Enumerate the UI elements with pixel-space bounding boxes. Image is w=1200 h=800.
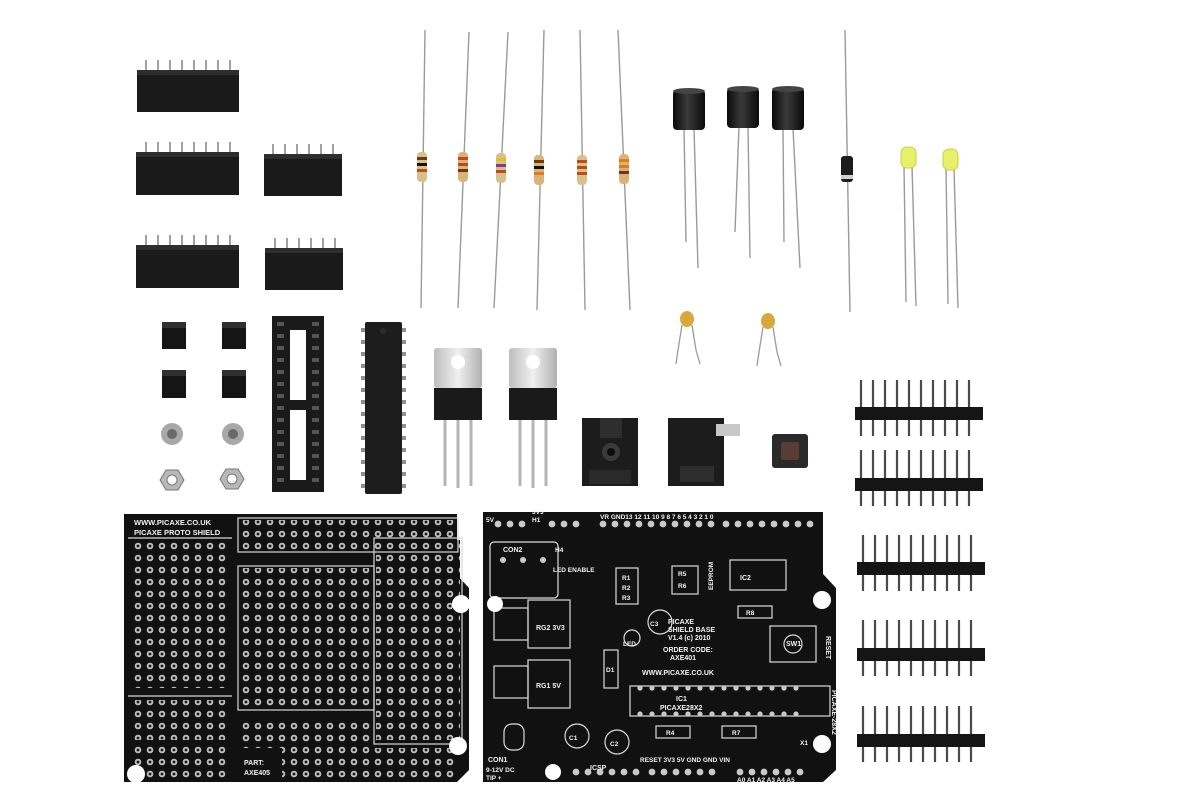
dc-power-jack: [668, 418, 740, 486]
diode: [841, 29, 853, 313]
base-r7-label: R7: [732, 730, 741, 737]
base-order-label: ORDER CODE:: [663, 647, 713, 654]
resistor-3: [493, 31, 509, 309]
base-side-label: PICAXE-28X2: [830, 690, 837, 735]
base-title-line2: SHIELD BASE: [668, 627, 715, 634]
base-c3-label: C3: [650, 621, 659, 628]
base-power-row: RESET 3V3 5V GND GND VIN: [640, 757, 730, 764]
resistor-6: [617, 29, 631, 311]
electrolytic-capacitor-2: [727, 86, 759, 259]
base-c1-label: C1: [569, 735, 578, 742]
base-r6-label: R6: [678, 583, 687, 590]
proto-part-code: AXE405: [244, 770, 270, 777]
tactile-switch: [772, 434, 808, 468]
led-1: [900, 146, 917, 307]
resistor-5: [577, 29, 587, 311]
base-ic1-label: IC1: [676, 696, 687, 703]
ceramic-capacitor-1: [675, 311, 701, 365]
resistor-2: [457, 31, 470, 309]
base-d1-label: D1: [606, 667, 615, 674]
female-header-6pin-a: [264, 144, 342, 196]
base-bottom-row: A0 A1 A2 A3 A4 A5: [737, 777, 795, 784]
female-header-8pin-c: [136, 235, 239, 288]
base-c2-label: C2: [610, 741, 619, 748]
audio-jack: [582, 418, 638, 486]
base-ic1-part: PICAXE28X2: [660, 705, 703, 712]
base-r2-label: R2: [622, 585, 631, 592]
base-r1-label: R1: [622, 575, 631, 582]
jumpers: [162, 322, 246, 398]
female-header-6pin-b: [265, 238, 343, 290]
electrolytic-capacitor-3: [772, 86, 804, 269]
resistor-1: [417, 29, 427, 309]
pin-header-1: [855, 380, 983, 436]
base-h4-label: H4: [555, 547, 564, 554]
voltage-regulator-1: [434, 348, 482, 488]
pin-header-4: [857, 620, 985, 676]
microcontroller-chip: [361, 322, 406, 494]
standoffs: [161, 423, 244, 445]
base-led-enable-label: LED ENABLE: [553, 567, 595, 574]
proto-url-label: WWW.PICAXE.CO.UK: [134, 518, 212, 527]
base-version: V1.4 (c) 2010: [668, 635, 711, 642]
base-tip-label: TIP +: [486, 775, 502, 782]
led-2: [942, 148, 959, 309]
base-eeprom-label: EEPROM: [708, 562, 715, 590]
base-r3-label: R3: [622, 595, 631, 602]
proto-name-label: PICAXE PROTO SHIELD: [134, 528, 221, 537]
base-sw1-label: SW1: [786, 641, 801, 648]
base-top-row: VR GND13 12 11 10 9 8 7 6 5 4 3 2 1 0: [600, 514, 714, 521]
base-icsp-label: ICSP: [590, 765, 607, 772]
base-ic2-label: IC2: [740, 575, 751, 582]
base-top-3v3: 3V3: [532, 509, 544, 516]
base-r4-label: R4: [666, 730, 675, 737]
base-reset-label: RESET: [824, 636, 831, 660]
hex-nuts: [159, 468, 245, 491]
base-x1-label: X1: [800, 740, 808, 747]
resistor-4: [534, 29, 545, 311]
female-header-8pin-b: [136, 142, 239, 195]
ceramic-capacitor-2: [756, 313, 782, 367]
base-rg1-label: RG1 5V: [536, 683, 561, 690]
base-url-label: WWW.PICAXE.CO.UK: [642, 670, 714, 677]
proto-shield-pcb: [124, 514, 470, 783]
base-shield-pcb: [483, 512, 836, 782]
proto-part-label: PART:: [244, 760, 264, 767]
pin-header-2: [855, 450, 983, 506]
base-power-label: 9-12V DC: [486, 767, 515, 774]
base-h1-label: H1: [532, 517, 541, 524]
base-order-code: AXE401: [670, 655, 696, 662]
ic-socket-28pin: [272, 316, 324, 492]
base-con2-label: CON2: [503, 547, 523, 554]
base-title-line1: PICAXE: [668, 619, 694, 626]
electrolytic-capacitor-1: [673, 88, 705, 269]
base-con1-label: CON1: [488, 757, 508, 764]
base-top-5v: 5V: [486, 517, 495, 524]
base-r8-label: R8: [746, 610, 755, 617]
female-header-8pin-a: [137, 60, 239, 112]
pin-header-3: [857, 535, 985, 591]
base-r5-label: R5: [678, 571, 687, 578]
base-rg2-label: RG2 3V3: [536, 625, 565, 632]
voltage-regulator-2: [509, 348, 557, 488]
base-led-label: LED: [623, 641, 636, 648]
pin-header-5: [857, 706, 985, 762]
